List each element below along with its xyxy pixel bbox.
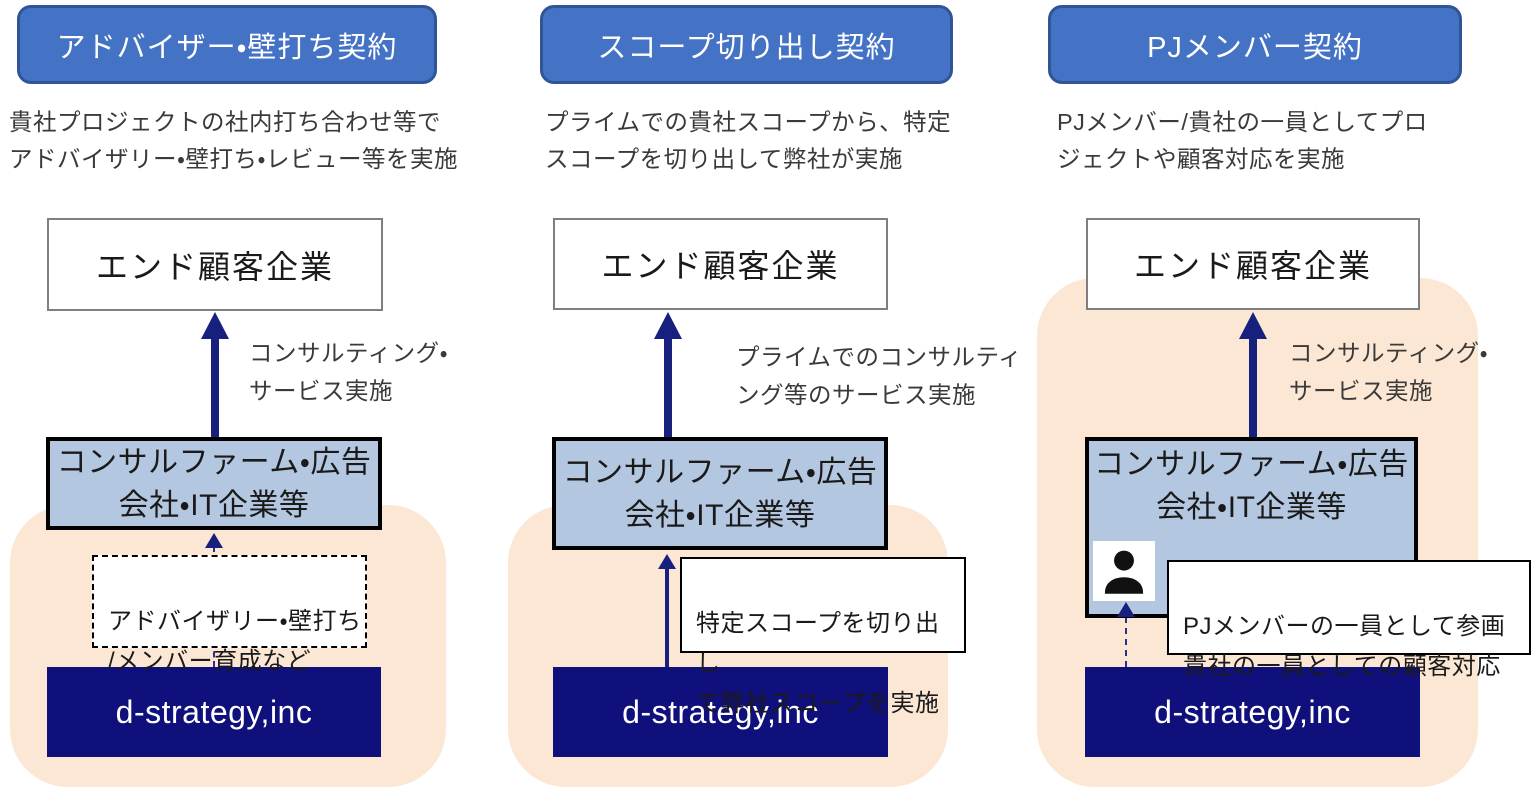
column3-end-customer-box: エンド顧客企業 — [1086, 218, 1420, 310]
column3-sub-label-box: PJメンバーの一員として参画 貴社の一員としての顧客対応 — [1167, 560, 1531, 680]
column1-end-customer-label: エンド顧客企業 — [95, 248, 334, 285]
column3-consulting-firm-label: コンサルファーム・広告 会社・IT企業等 — [1094, 448, 1409, 524]
column2-contract-title: スコープ切り出し契約 — [597, 31, 896, 64]
column1-service-arrow — [211, 336, 219, 437]
column2-service-arrow — [664, 336, 672, 437]
dashed-arrow-up-icon — [205, 533, 223, 548]
column2-description: プライムでの貴社スコープから、特定 スコープを切り出して弊社が実施 — [545, 109, 952, 172]
column1-contract-title: アドバイザー・壁打ち契約 — [56, 31, 398, 64]
column2-company-label: d-strategy,inc — [622, 694, 819, 731]
person-badge — [1093, 541, 1155, 601]
column3-description: PJメンバー/貴社の一員としてプロ ジェクトや顧客対応を実施 — [1057, 109, 1428, 172]
column1-description: 貴社プロジェクトの社内打ち合わせ等で アドバイザリー・壁打ち・レビュー等を実施 — [9, 109, 458, 172]
dashed-arrow-up-icon — [1117, 602, 1135, 617]
column3-contract-banner: PJメンバー契約 — [1048, 5, 1462, 84]
arrow-up-icon — [1239, 312, 1267, 339]
column2-consulting-firm-label: コンサルファーム・広告 会社・IT企業等 — [562, 455, 878, 532]
column2-consulting-firm-box: コンサルファーム・広告 会社・IT企業等 — [552, 437, 888, 550]
column2-carveout-arrow — [665, 567, 669, 668]
column2-end-customer-label: エンド顧客企業 — [601, 248, 840, 284]
column1-consulting-firm-box: コンサルファーム・広告 会社・IT企業等 — [46, 437, 382, 530]
column3-service-arrow-label: コンサルティング・ サービス実施 — [1289, 340, 1489, 404]
arrow-up-icon — [201, 312, 229, 339]
column2-end-customer-box: エンド顧客企業 — [553, 218, 888, 310]
column3-service-arrow — [1249, 336, 1257, 437]
column2-contract-banner: スコープ切り出し契約 — [540, 5, 953, 84]
column3-end-customer-label: エンド顧客企業 — [1133, 248, 1372, 284]
column3-dashed-connector — [1125, 617, 1127, 667]
column2-service-arrow-label: プライムでのコンサルティ ング等のサービス実施 — [736, 344, 1023, 408]
column1-sub-label: アドバイザリー・壁打ち /メンバー育成など — [108, 608, 362, 675]
column1-consulting-firm-label: コンサルファーム・広告 会社・IT企業等 — [56, 445, 372, 522]
column1-company-box: d-strategy,inc — [47, 667, 381, 757]
column1-end-customer-box: エンド顧客企業 — [47, 218, 383, 311]
column2-sub-label: 特定スコープを切り出し て弊社スコープを実施 — [696, 610, 940, 717]
column3-contract-title: PJメンバー契約 — [1147, 31, 1363, 64]
column1-sub-label-box: アドバイザリー・壁打ち /メンバー育成など — [92, 555, 367, 675]
arrow-up-icon — [658, 554, 676, 569]
arrow-up-icon — [654, 312, 682, 339]
column3-company-box: d-strategy,inc — [1085, 667, 1420, 757]
column3-sub-label: PJメンバーの一員として参画 貴社の一員としての顧客対応 — [1183, 613, 1506, 680]
column2-sub-label-box: 特定スコープを切り出し て弊社スコープを実施 — [680, 557, 966, 717]
person-icon — [1104, 550, 1144, 594]
column1-contract-banner: アドバイザー・壁打ち契約 — [17, 5, 437, 84]
column1-service-arrow-label: コンサルティング・ サービス実施 — [249, 340, 449, 404]
column1-company-label: d-strategy,inc — [115, 693, 313, 730]
column2-company-box: d-strategy,inc — [553, 667, 888, 757]
column3-company-label: d-strategy,inc — [1154, 693, 1351, 730]
